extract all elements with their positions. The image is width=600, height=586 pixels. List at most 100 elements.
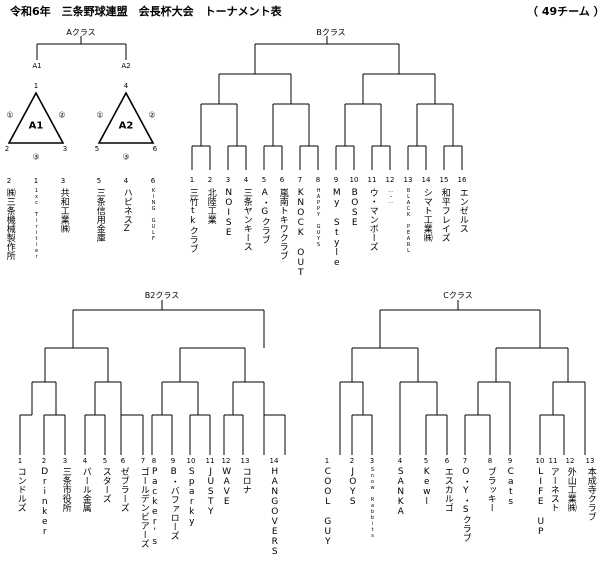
team-name: SANKA bbox=[395, 467, 406, 517]
team-number: 1 bbox=[17, 457, 23, 465]
a-class-title: Aクラス bbox=[66, 28, 96, 37]
team-name: ハピネスZ bbox=[121, 188, 132, 234]
team-number: 5 bbox=[96, 177, 102, 185]
team-name: 外山工業㈱ bbox=[565, 467, 576, 512]
league-triangle-0 bbox=[7, 91, 65, 144]
league-name: A2 bbox=[118, 120, 134, 132]
team-name: JUSTY bbox=[205, 467, 216, 517]
team-number: 9 bbox=[170, 457, 176, 465]
team-name: ㈱三条機械製作所 bbox=[4, 188, 15, 260]
team-name: Packer's bbox=[149, 467, 160, 547]
c-class-title: Cクラス bbox=[443, 291, 473, 300]
league-right-number: 6 bbox=[152, 145, 158, 153]
team-number: 3 bbox=[369, 457, 375, 465]
team-name: O・Y・Sクラブ bbox=[460, 467, 471, 542]
team-number: 1 bbox=[324, 457, 330, 465]
b-class-title: Bクラス bbox=[316, 28, 346, 37]
team-count: （ 49チーム ） bbox=[527, 5, 600, 18]
team-number: 2 bbox=[207, 176, 213, 184]
league-side-left: ① bbox=[96, 110, 104, 120]
team-name: NOISE bbox=[223, 188, 234, 238]
team-name: スターズ bbox=[100, 467, 111, 503]
team-name: Sparky bbox=[186, 467, 197, 527]
team-name: COOL GUY bbox=[322, 467, 333, 547]
team-number: 8 bbox=[151, 457, 157, 465]
team-number: 12 bbox=[385, 176, 395, 184]
team-name: KING GULF bbox=[150, 188, 157, 242]
team-number: 15 bbox=[439, 176, 449, 184]
team-number: 14 bbox=[269, 457, 279, 465]
team-name: コロナ bbox=[240, 467, 251, 494]
team-name: 嵐南トキワクラブ bbox=[277, 188, 288, 260]
team-number: 9 bbox=[333, 176, 339, 184]
team-number: 11 bbox=[205, 457, 215, 465]
league-side-right: ② bbox=[58, 110, 66, 120]
team-number: 13 bbox=[240, 457, 250, 465]
team-number: 6 bbox=[279, 176, 285, 184]
team-number: 10 bbox=[535, 457, 545, 465]
team-number: 4 bbox=[397, 457, 403, 465]
team-number: 4 bbox=[123, 177, 129, 185]
team-name: KNOCK OUT bbox=[295, 188, 306, 278]
league-side-bottom: ③ bbox=[32, 152, 40, 162]
team-number: 6 bbox=[150, 177, 156, 185]
team-number: 3 bbox=[62, 457, 68, 465]
league-triangle-1 bbox=[97, 91, 155, 144]
team-number: 8 bbox=[315, 176, 321, 184]
league-left-number: 2 bbox=[4, 145, 10, 153]
team-number: 6 bbox=[444, 457, 450, 465]
league-side-right: ② bbox=[148, 110, 156, 120]
league-side-bottom: ③ bbox=[122, 152, 130, 162]
league-side-left: ① bbox=[6, 110, 14, 120]
team-name: HAPPY GUYS bbox=[315, 188, 322, 248]
team-name: A・Gクラブ bbox=[259, 188, 270, 244]
league-name: A1 bbox=[28, 120, 44, 132]
team-name: 三条市役所 bbox=[60, 467, 71, 512]
team-number: 9 bbox=[507, 457, 513, 465]
team-number: 5 bbox=[261, 176, 267, 184]
team-name: パール金属 bbox=[80, 467, 91, 512]
team-number: 5 bbox=[102, 457, 108, 465]
team-name: HANGOVERS bbox=[269, 467, 280, 557]
team-name: アーネスト bbox=[548, 467, 559, 512]
team-name: Snow Rabbits bbox=[369, 467, 376, 539]
team-name: コンドルズ bbox=[15, 467, 26, 512]
a1-label: A1 bbox=[32, 62, 42, 70]
team-name: JOYS bbox=[347, 467, 358, 507]
team-number: 4 bbox=[82, 457, 88, 465]
team-name: エンゼルス bbox=[457, 188, 468, 233]
team-name: 和平フレイズ bbox=[439, 188, 450, 242]
team-name: 本成寺クラブ bbox=[585, 467, 596, 521]
team-number: 1 bbox=[189, 176, 195, 184]
team-number: 2 bbox=[6, 177, 12, 185]
team-name: 三竹tkクラブ bbox=[187, 188, 198, 253]
page-title: 令和6年 三条野球連盟 会長杯大会 トーナメント表 bbox=[10, 5, 282, 18]
team-number: 11 bbox=[548, 457, 558, 465]
team-name: Cats bbox=[505, 467, 516, 507]
team-number: 5 bbox=[423, 457, 429, 465]
team-name: My Style bbox=[331, 188, 342, 268]
team-number: 3 bbox=[60, 177, 66, 185]
team-number: 13 bbox=[403, 176, 413, 184]
team-number: 2 bbox=[349, 457, 355, 465]
team-name: Kewl bbox=[421, 467, 432, 507]
team-number: 13 bbox=[585, 457, 595, 465]
league-top-number: 1 bbox=[33, 82, 39, 90]
team-name: LIFE UP bbox=[535, 467, 546, 537]
league-left-number: 5 bbox=[94, 145, 100, 153]
team-number: 1 bbox=[33, 177, 39, 185]
team-name: ウ・マンボーズ bbox=[367, 188, 378, 251]
team-number: 14 bbox=[421, 176, 431, 184]
team-number: 11 bbox=[367, 176, 377, 184]
team-number: 7 bbox=[462, 457, 468, 465]
team-number: 7 bbox=[297, 176, 303, 184]
league-right-number: 3 bbox=[62, 145, 68, 153]
team-number: 12 bbox=[565, 457, 575, 465]
team-name: B・バファローズ bbox=[168, 467, 179, 540]
team-name: ブラッキー bbox=[485, 467, 496, 512]
team-number: 8 bbox=[487, 457, 493, 465]
team-number: 3 bbox=[225, 176, 231, 184]
team-name: 北陸工業 bbox=[205, 188, 216, 224]
team-number: 12 bbox=[221, 457, 231, 465]
